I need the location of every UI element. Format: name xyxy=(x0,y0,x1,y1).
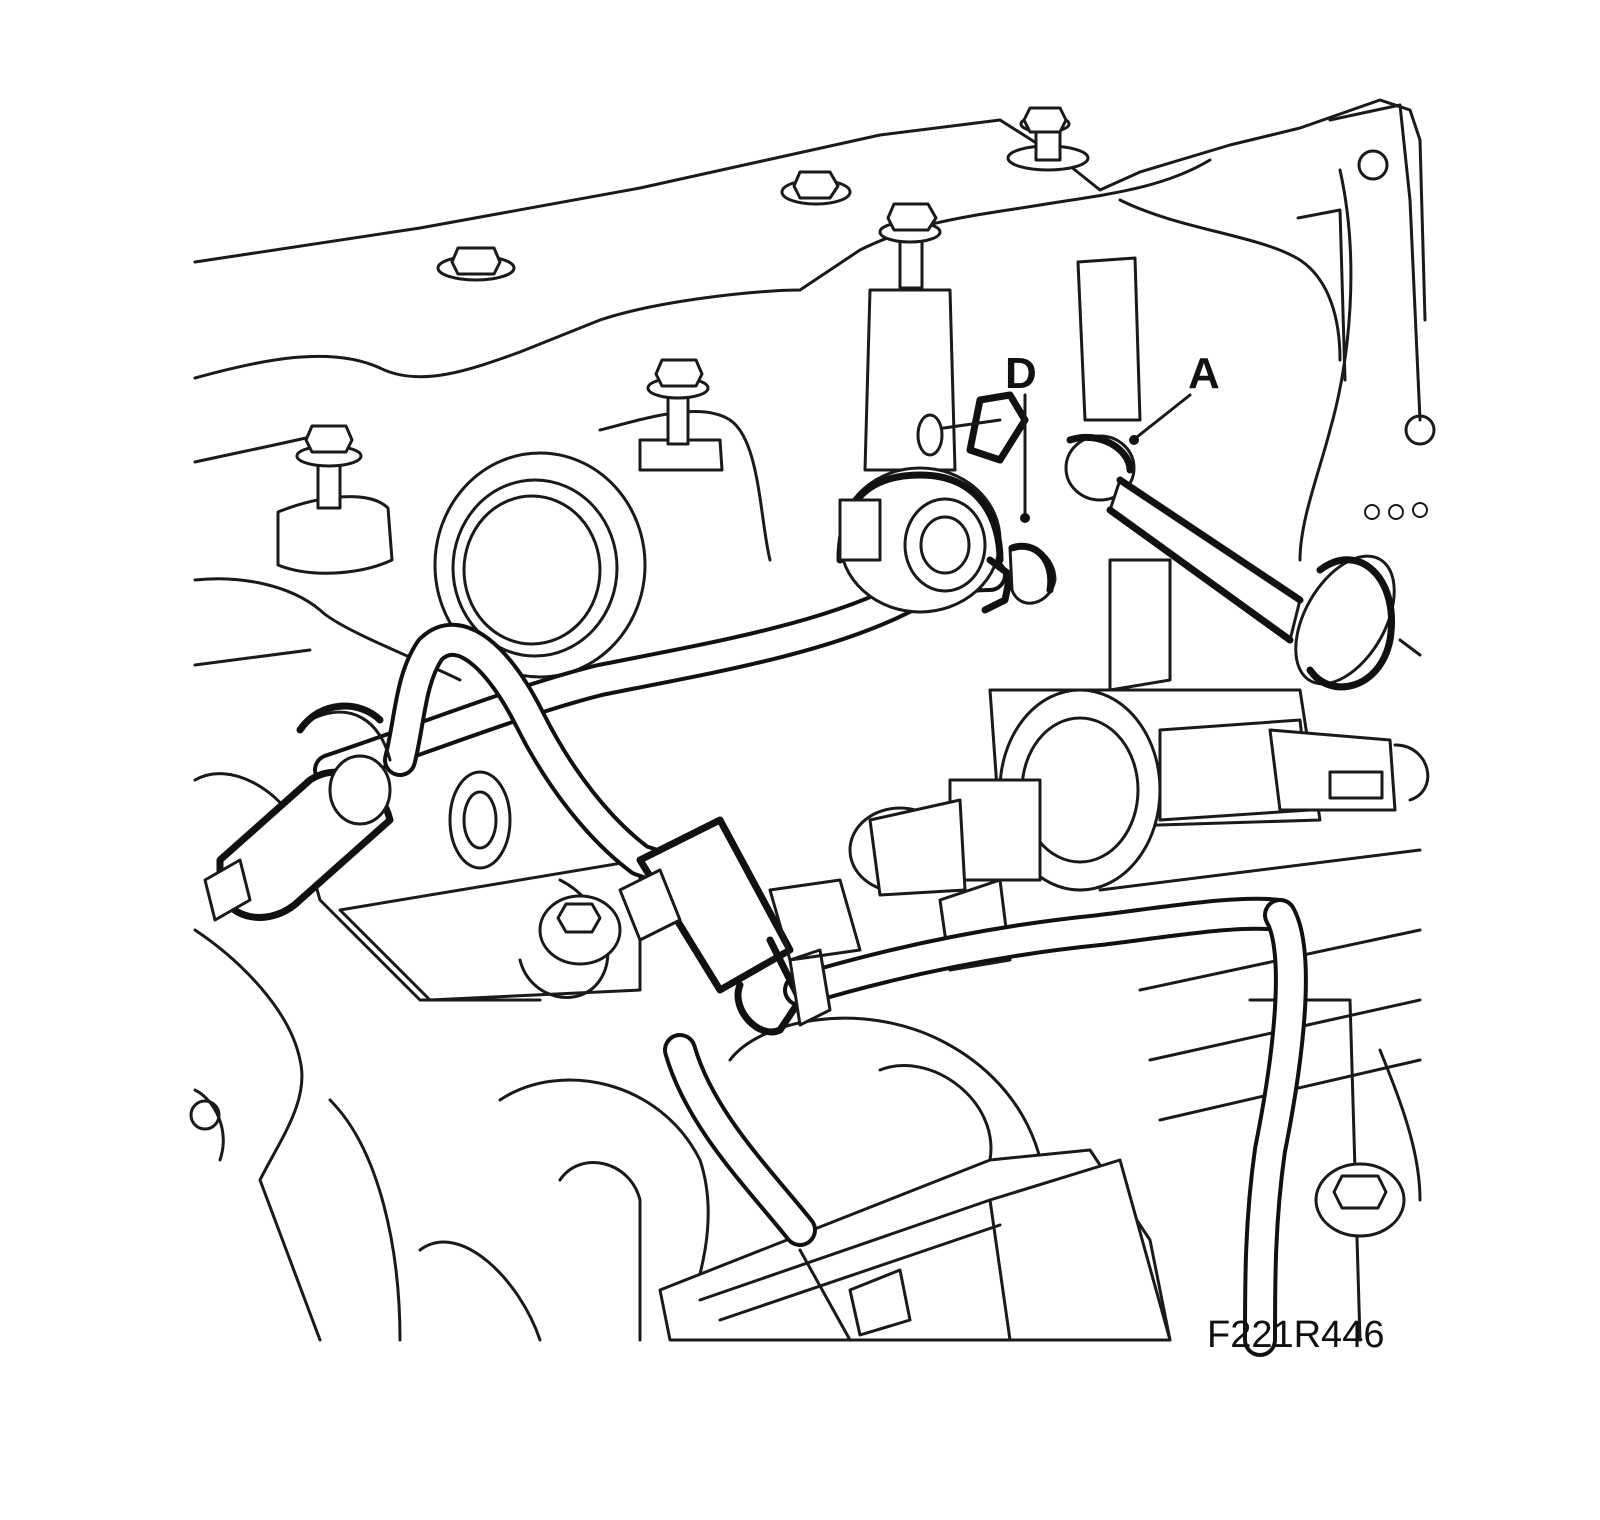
bolt-left-upper xyxy=(436,246,516,282)
callout-d-dot xyxy=(1020,513,1030,523)
bolt-top-center xyxy=(780,170,852,206)
callout-d-label: D xyxy=(1005,349,1037,398)
hose-under-block xyxy=(663,1033,817,1247)
figure-id: F221R446 xyxy=(1207,1314,1384,1356)
bolt-left-lower xyxy=(276,424,394,575)
solenoid-valve xyxy=(848,688,1430,897)
center-hose-connector xyxy=(618,816,862,1036)
vacuum-hose-loop xyxy=(383,622,717,897)
callout-a-label: A xyxy=(1188,349,1220,398)
intake-port-ring xyxy=(433,451,647,679)
d-valve-fitting xyxy=(836,466,1057,614)
callout-a-dot xyxy=(1129,435,1139,445)
lower-connector xyxy=(658,1148,1172,1342)
a-valve-rod xyxy=(916,391,1422,691)
callout-leaders xyxy=(1020,393,1192,523)
valve-cover-outline xyxy=(193,98,1427,682)
manifold-runners xyxy=(1076,149,1436,692)
bolt-top-right xyxy=(1006,106,1090,172)
vacuum-hose-lower xyxy=(783,896,1297,1007)
bolt-left-mid xyxy=(638,358,724,472)
vacuum-hose-drop xyxy=(1243,898,1308,1357)
left-hose-connector xyxy=(203,702,512,922)
